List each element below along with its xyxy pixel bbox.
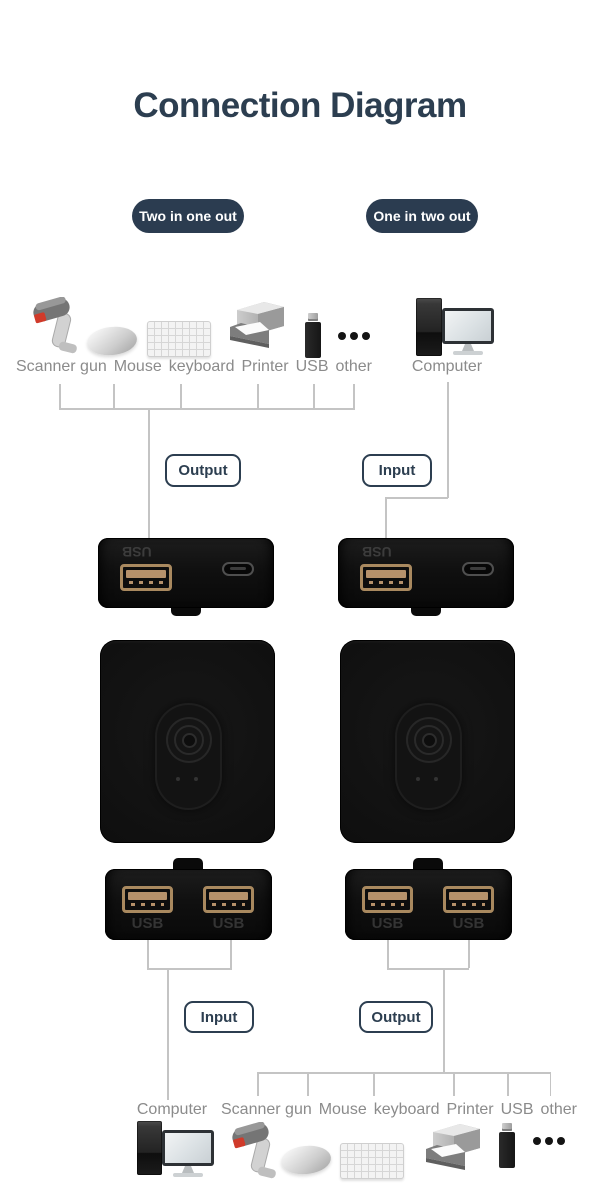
desktop-tower-icon — [416, 298, 442, 356]
switch-button — [166, 717, 212, 763]
printer-label: Printer — [446, 1101, 494, 1118]
connector-line — [59, 408, 355, 410]
scanner-gun-icon — [30, 296, 88, 357]
device-tab — [173, 858, 203, 872]
connector-line — [453, 1072, 455, 1096]
connector-line — [373, 1072, 375, 1096]
connector-line — [257, 384, 259, 408]
mouse-icon — [279, 1143, 333, 1177]
connector-line — [257, 1072, 551, 1074]
led-indicator — [194, 777, 198, 781]
usb-switch-output-panel-right: USB USB — [345, 869, 512, 940]
connector-line — [443, 968, 445, 1072]
connector-line — [385, 497, 387, 538]
connector-line — [353, 384, 355, 408]
computer-label-top: Computer — [411, 358, 483, 375]
usb-a-port — [360, 564, 412, 591]
led-indicator — [176, 777, 180, 781]
connector-line — [468, 940, 470, 968]
output-label: Output — [359, 1001, 433, 1033]
connector-line — [180, 384, 182, 408]
input-label: Input — [362, 454, 432, 487]
monitor-icon — [442, 308, 494, 355]
keyboard-icon — [147, 321, 211, 357]
printer-icon — [421, 1121, 485, 1178]
device-tab — [413, 858, 443, 872]
usb-port-label: USB — [371, 915, 404, 932]
connector-line — [59, 384, 61, 408]
switch-button — [406, 717, 452, 763]
switch-button-pad — [395, 703, 462, 810]
ellipsis-icon — [533, 1137, 565, 1145]
usb-port-label: USB — [362, 544, 392, 560]
keyboard-label: keyboard — [168, 358, 235, 375]
mouse-icon — [85, 324, 139, 358]
usb-a-port — [443, 886, 494, 913]
usb-label: USB — [500, 1101, 534, 1118]
usb-label: USB — [295, 358, 329, 375]
desktop-tower-icon — [137, 1121, 162, 1175]
connector-line — [113, 384, 115, 408]
led-indicator — [434, 777, 438, 781]
output-label: Output — [165, 454, 241, 487]
monitor-icon — [162, 1130, 214, 1177]
connector-line — [507, 1072, 509, 1096]
micro-usb-port — [222, 562, 254, 576]
usb-switch-output-panel: USB — [98, 538, 274, 608]
switch-button-pad — [155, 703, 222, 810]
usb-port-label: USB — [131, 915, 164, 932]
usb-port-label: USB — [122, 544, 152, 560]
connector-line — [313, 384, 315, 408]
connector-line — [148, 408, 150, 538]
micro-usb-port — [462, 562, 494, 576]
usb-switch-top-view — [100, 640, 275, 843]
usb-a-port — [362, 886, 413, 913]
usb-drive-icon — [302, 313, 324, 359]
usb-switch-input-panel: USB USB — [105, 869, 272, 940]
computer-label-bottom: Computer — [136, 1101, 208, 1118]
connector-line — [387, 968, 469, 970]
usb-a-port — [122, 886, 173, 913]
scanner-gun-icon — [229, 1121, 287, 1182]
scanner-gun-label: Scanner gun — [221, 1101, 312, 1118]
connector-line — [447, 382, 449, 498]
usb-a-port — [203, 886, 254, 913]
other-label: other — [335, 358, 372, 375]
usb-drive-icon — [496, 1123, 518, 1169]
usb-port-label: USB — [212, 915, 245, 932]
scanner-gun-label: Scanner gun — [16, 358, 107, 375]
mouse-label: Mouse — [318, 1101, 367, 1118]
other-label: other — [540, 1101, 577, 1118]
usb-port-label: USB — [452, 915, 485, 932]
connector-line — [147, 940, 149, 968]
connector-line — [385, 497, 448, 499]
keyboard-label: keyboard — [373, 1101, 440, 1118]
keyboard-icon — [340, 1143, 404, 1179]
peripheral-label-row-top: Scanner gun Mouse keyboard Printer USB o… — [16, 358, 372, 376]
mode-badge-two-in-one-out: Two in one out — [132, 199, 244, 233]
connector-line — [257, 1072, 259, 1096]
connector-line — [167, 968, 169, 1100]
connector-line — [307, 1072, 309, 1096]
connector-line — [549, 1072, 551, 1096]
connector-line — [230, 940, 232, 968]
mode-badge-one-in-two-out: One in two out — [366, 199, 478, 233]
usb-switch-top-view — [340, 640, 515, 843]
usb-switch-input-panel-right: USB — [338, 538, 514, 608]
led-indicator — [416, 777, 420, 781]
printer-icon — [225, 299, 289, 356]
ellipsis-icon — [338, 332, 370, 340]
usb-a-port — [120, 564, 172, 591]
mouse-label: Mouse — [113, 358, 162, 375]
printer-label: Printer — [241, 358, 289, 375]
page-title: Connection Diagram — [133, 86, 467, 125]
input-label: Input — [184, 1001, 254, 1033]
connector-line — [147, 968, 232, 970]
connector-line — [387, 940, 389, 968]
peripheral-label-row-bottom: Scanner gun Mouse keyboard Printer USB o… — [221, 1101, 577, 1119]
